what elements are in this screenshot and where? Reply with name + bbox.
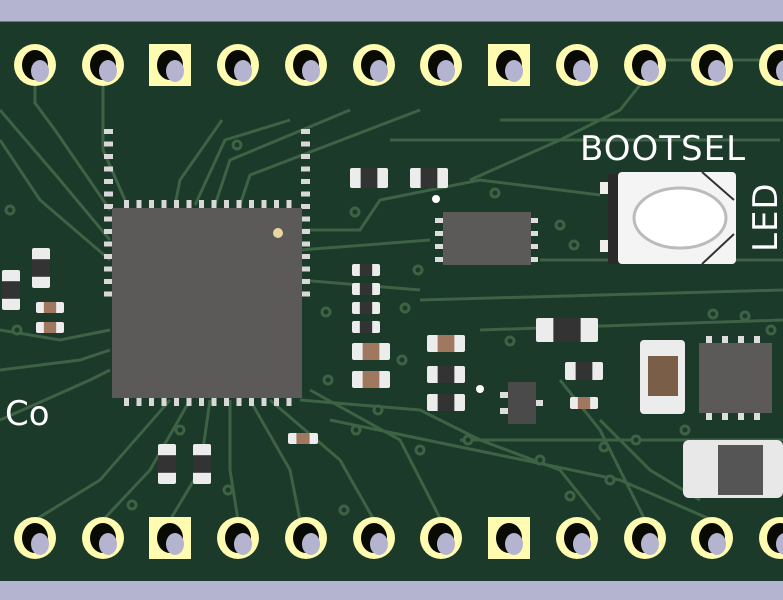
tantalum-capacitor — [640, 340, 685, 414]
smd-component — [565, 362, 603, 380]
header-pin[interactable] — [353, 517, 395, 559]
smd-component — [36, 302, 64, 313]
header-pin[interactable] — [217, 517, 259, 559]
smd-component — [410, 168, 448, 188]
header-pins-top — [14, 44, 783, 86]
led-label: LED — [746, 182, 783, 252]
header-pin[interactable] — [285, 517, 327, 559]
smd-component — [536, 318, 598, 342]
smd-component — [32, 248, 50, 288]
smd-component — [2, 270, 20, 310]
bootsel-button[interactable] — [600, 171, 736, 265]
bootsel-label: BOOTSEL — [580, 129, 746, 169]
header-pin[interactable] — [556, 44, 598, 86]
smd-component — [352, 302, 380, 314]
header-pin[interactable] — [759, 44, 783, 86]
partial-silk-label: Co — [5, 394, 50, 434]
header-pin[interactable] — [488, 44, 530, 86]
header-pin[interactable] — [759, 517, 783, 559]
smd-component — [350, 168, 388, 188]
flash-chip[interactable] — [432, 195, 538, 265]
regulator-chip[interactable] — [699, 336, 772, 420]
smd-component — [570, 397, 598, 409]
header-pin[interactable] — [285, 44, 327, 86]
pin1-marker — [273, 228, 283, 238]
header-pin[interactable] — [691, 44, 733, 86]
smd-component — [427, 335, 465, 352]
header-pin[interactable] — [624, 44, 666, 86]
passive-components — [2, 168, 603, 484]
header-pin[interactable] — [82, 517, 124, 559]
header-pin[interactable] — [556, 517, 598, 559]
header-pin[interactable] — [149, 517, 191, 559]
inductor — [683, 440, 783, 498]
vias — [4, 139, 777, 516]
smd-component — [352, 264, 380, 276]
smd-component — [352, 321, 380, 333]
header-pin[interactable] — [488, 517, 530, 559]
header-pin[interactable] — [14, 517, 56, 559]
smd-component — [158, 444, 176, 484]
header-pin[interactable] — [420, 517, 462, 559]
smd-component — [352, 283, 380, 295]
smd-component — [352, 343, 390, 360]
header-pin[interactable] — [149, 44, 191, 86]
smd-component — [288, 433, 318, 444]
transistor — [476, 382, 543, 424]
header-pin[interactable] — [217, 44, 259, 86]
mcu-chip[interactable] — [104, 129, 310, 406]
header-pin[interactable] — [353, 44, 395, 86]
header-pin[interactable] — [420, 44, 462, 86]
header-pin[interactable] — [624, 517, 666, 559]
smd-component — [427, 366, 465, 383]
smd-component — [352, 371, 390, 388]
smd-component — [193, 444, 211, 484]
traces — [0, 58, 783, 522]
header-pins-bottom — [14, 517, 783, 559]
smd-component — [36, 322, 64, 333]
header-pin[interactable] — [691, 517, 733, 559]
header-pin[interactable] — [82, 44, 124, 86]
header-pin[interactable] — [14, 44, 56, 86]
smd-component — [427, 394, 465, 411]
